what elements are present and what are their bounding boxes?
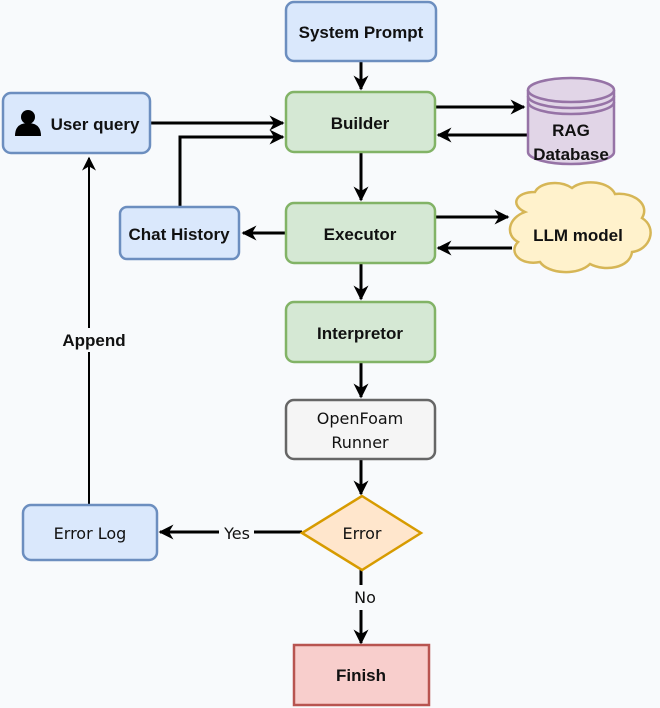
builder-label: Builder [331, 114, 390, 133]
error-label: Error [343, 524, 382, 543]
openfoam-label-line1: OpenFoam [317, 409, 404, 428]
executor-label: Executor [324, 225, 397, 244]
edge-label-yes: Yes [223, 524, 250, 543]
edge-label-append: Append [62, 331, 125, 350]
node-error-log[interactable]: Error Log [21, 503, 159, 562]
system-prompt-label: System Prompt [299, 23, 424, 42]
node-chat-history[interactable]: Chat History [118, 205, 241, 261]
rag-label-line2: Database [533, 145, 609, 164]
node-rag-database[interactable]: RAG Database [526, 76, 616, 166]
openfoam-label-line2: Runner [331, 433, 389, 452]
node-llm-model[interactable]: LLM model [508, 181, 652, 274]
node-user-query[interactable]: User query [1, 91, 152, 155]
edge-label-no: No [354, 588, 376, 607]
node-finish[interactable]: Finish [292, 643, 431, 707]
llm-model-label: LLM model [533, 226, 623, 245]
chat-history-label: Chat History [128, 225, 230, 244]
node-interpretor[interactable]: Interpretor [284, 300, 437, 364]
finish-label: Finish [336, 666, 386, 685]
user-icon [15, 110, 41, 136]
node-openfoam-runner[interactable]: OpenFoam Runner [284, 398, 437, 461]
node-executor[interactable]: Executor [284, 201, 437, 265]
rag-label-line1: RAG [552, 121, 590, 140]
edges [82, 62, 527, 645]
node-system-prompt[interactable]: System Prompt [284, 0, 438, 63]
user-query-label: User query [51, 115, 140, 134]
error-log-label: Error Log [54, 524, 127, 543]
edge-chat-history-to-builder [178, 129, 285, 206]
node-error-decision[interactable]: Error [299, 494, 424, 572]
interpretor-label: Interpretor [317, 324, 403, 343]
node-builder[interactable]: Builder [284, 90, 437, 154]
